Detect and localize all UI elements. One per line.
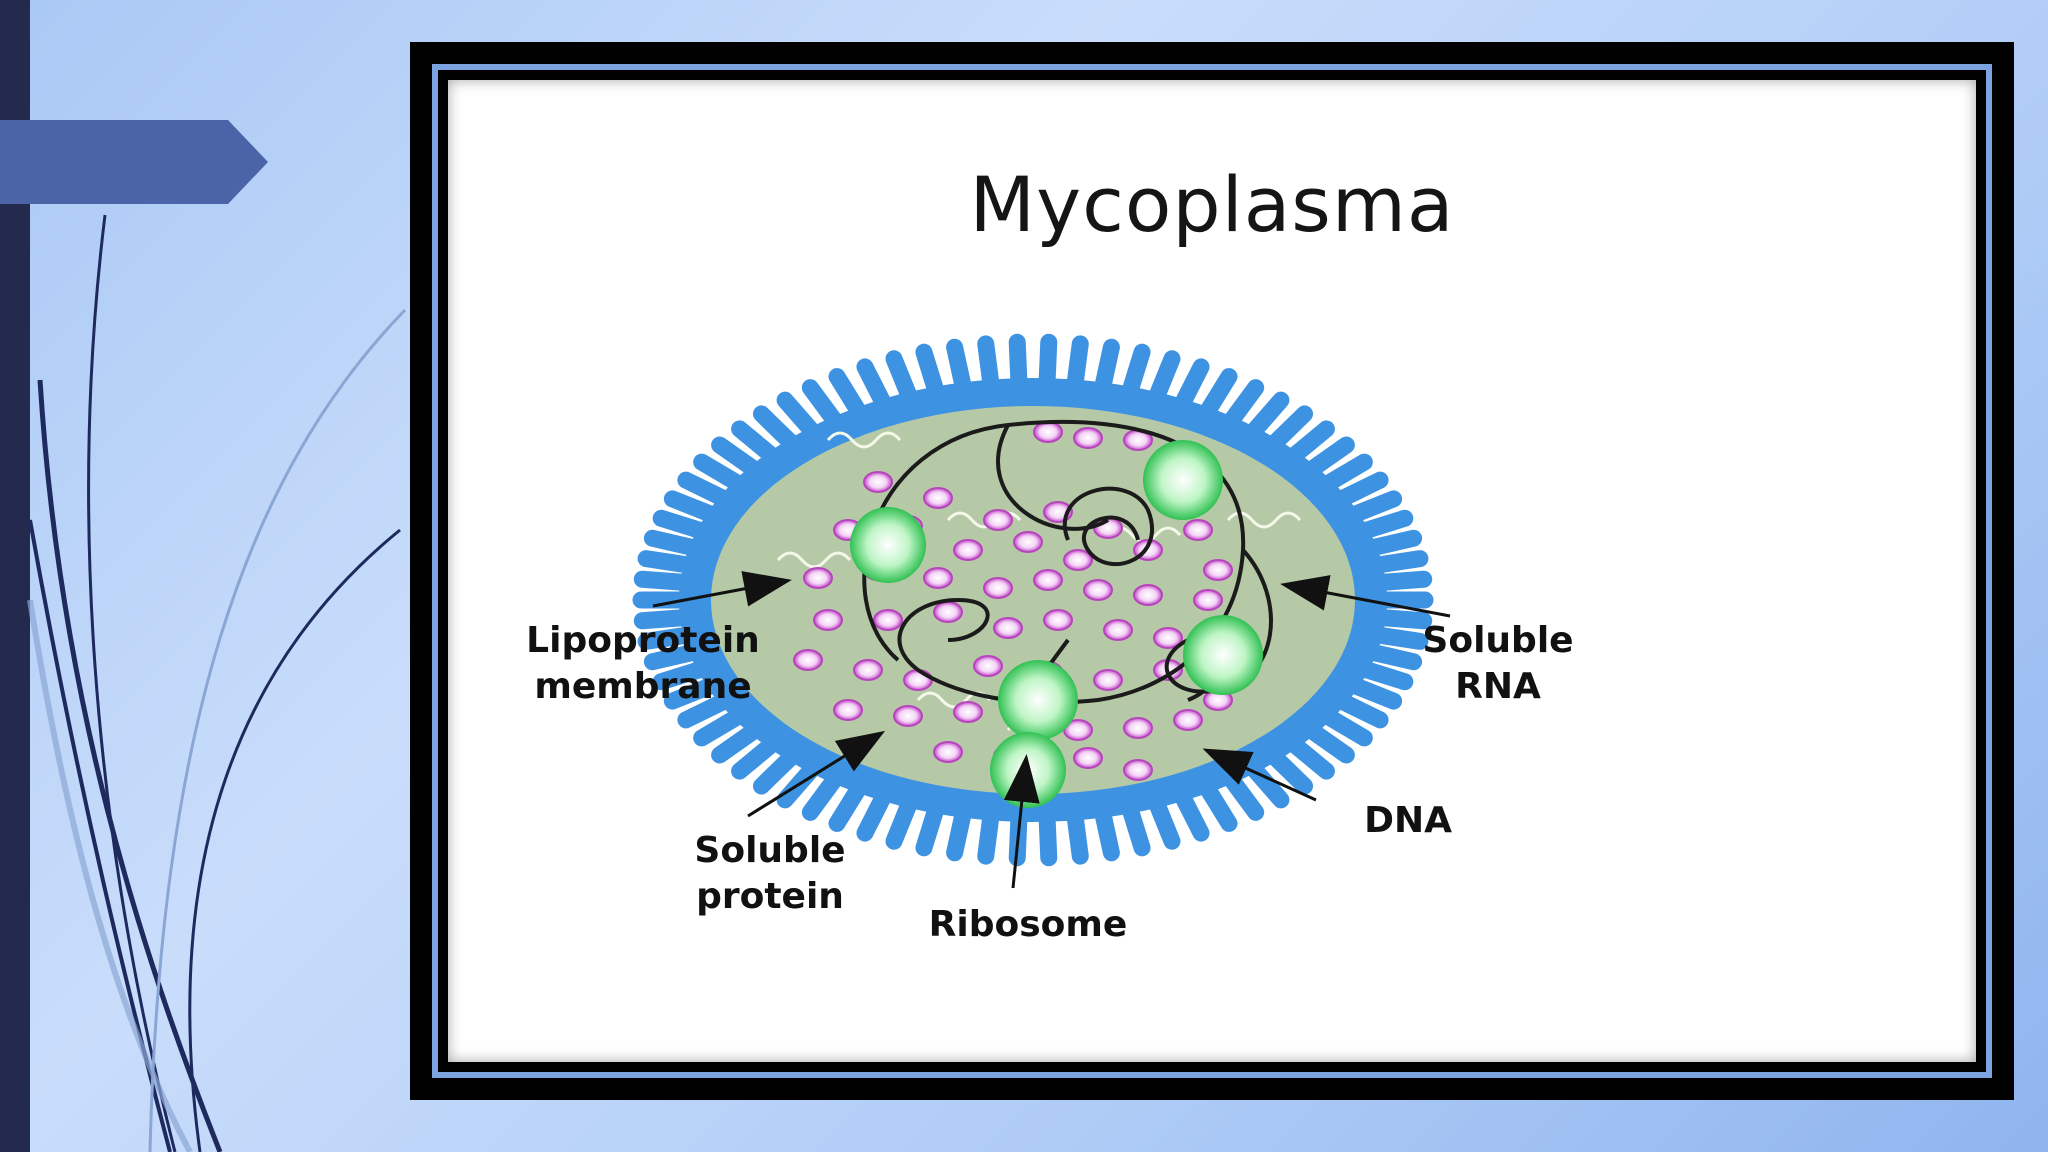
image-frame: Mycoplasma — [410, 42, 2014, 1100]
protein-particle — [933, 601, 963, 623]
protein-particle — [1123, 759, 1153, 781]
arrow-lipoprotein — [652, 571, 792, 608]
arrow-ribosome — [1003, 754, 1040, 889]
protein-particle — [1063, 549, 1093, 571]
protein-particle — [793, 649, 823, 671]
protein-particle — [1073, 427, 1103, 449]
ribosome-particle — [1143, 440, 1223, 520]
label-ribosome: Ribosome — [928, 904, 1128, 945]
rna-strand — [776, 551, 852, 569]
rna-strand — [826, 431, 902, 449]
label-dna: DNA — [1364, 800, 1452, 841]
ribosome-particle — [1183, 615, 1263, 695]
soluble-proteins — [793, 421, 1243, 781]
ribosome-particle — [998, 660, 1078, 740]
protein-particle — [853, 659, 883, 681]
protein-particle — [1123, 717, 1153, 739]
protein-particle — [893, 705, 923, 727]
protein-particle — [1093, 669, 1123, 691]
mycoplasma-cell-diagram — [632, 333, 1451, 889]
ribosome-particle — [850, 507, 926, 583]
arrow-soluble-rna — [1280, 575, 1451, 618]
protein-particle — [1203, 559, 1233, 581]
protein-particle — [833, 699, 863, 721]
slide-tab-arrow — [0, 120, 268, 204]
protein-particle — [1033, 569, 1063, 591]
protein-particle — [953, 701, 983, 723]
protein-particle — [1153, 627, 1183, 649]
protein-particle — [873, 609, 903, 631]
protein-particle — [933, 741, 963, 763]
protein-particle — [1033, 421, 1063, 443]
protein-particle — [803, 567, 833, 589]
arrow-dna — [1202, 748, 1317, 802]
protein-particle — [1133, 584, 1163, 606]
protein-particle — [1103, 619, 1133, 641]
protein-particle — [1193, 589, 1223, 611]
protein-particle — [1043, 609, 1073, 631]
protein-particle — [903, 669, 933, 691]
label-lipoprotein-membrane: Lipoprotein membrane — [526, 620, 760, 707]
protein-particle — [1083, 579, 1113, 601]
label-soluble-rna: Soluble RNA — [1422, 620, 1574, 707]
protein-particle — [1183, 519, 1213, 541]
label-soluble-protein: Soluble protein — [694, 830, 846, 917]
protein-particle — [993, 617, 1023, 639]
protein-particle — [983, 509, 1013, 531]
protein-particle — [813, 609, 843, 631]
diagram-title: Mycoplasma — [969, 160, 1455, 249]
arrow-soluble-protein — [747, 730, 886, 818]
protein-particle — [923, 567, 953, 589]
diagram-panel: Mycoplasma — [448, 80, 1976, 1062]
protein-particle — [923, 487, 953, 509]
protein-particle — [1073, 747, 1103, 769]
protein-particle — [1173, 709, 1203, 731]
protein-particle — [973, 655, 1003, 677]
protein-particle — [1013, 531, 1043, 553]
ribosome-particle — [990, 732, 1066, 808]
protein-particle — [983, 577, 1013, 599]
protein-particle — [953, 539, 983, 561]
decorative-swooshes — [27, 214, 407, 1152]
protein-particle — [863, 471, 893, 493]
